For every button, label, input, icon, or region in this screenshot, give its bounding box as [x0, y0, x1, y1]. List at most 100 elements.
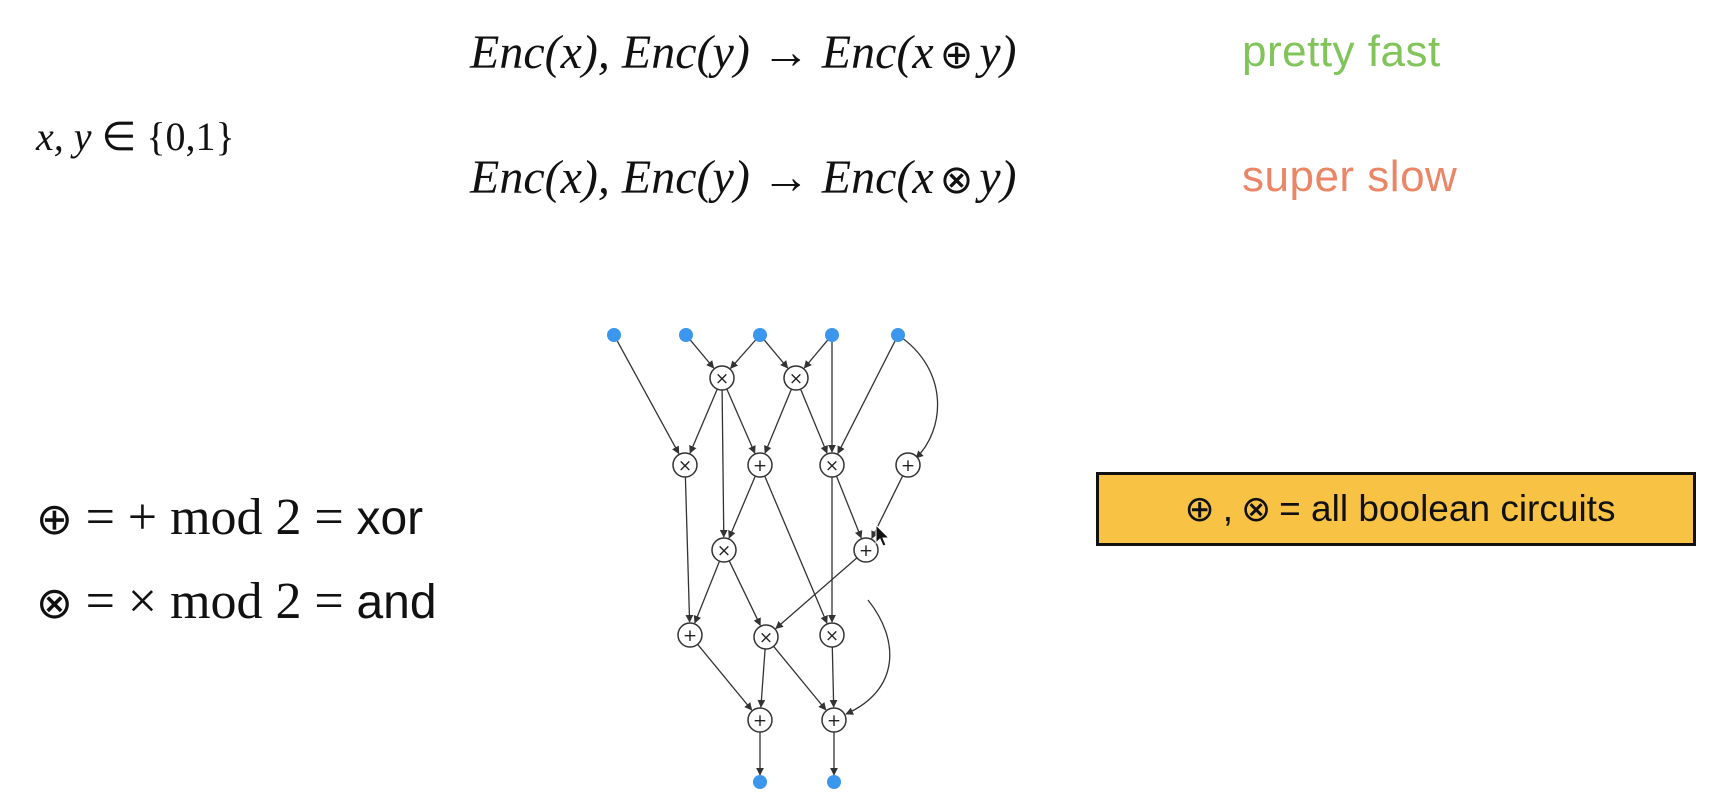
circuit-edge: [697, 643, 753, 711]
speed-label-fast: pretty fast: [1242, 27, 1441, 76]
circuit-edge: [773, 645, 827, 711]
circuit-edge: [689, 339, 715, 369]
circuit-edge: [803, 339, 829, 369]
equation-rhs-open: Enc(x: [821, 151, 934, 204]
xor-gate: +: [895, 452, 921, 478]
equation-xor: Enc(x), Enc(y) → Enc(x⊕y): [470, 25, 1017, 80]
gate-operator-label: ×: [717, 541, 731, 561]
xor-gate: +: [853, 537, 879, 563]
equation-rhs-close: y): [979, 151, 1017, 204]
circuit-input-node: [891, 328, 905, 342]
circuit-output-node: [827, 775, 841, 789]
circuit-edge: [799, 388, 828, 454]
definition-xor: ⊕ = + mod 2 = xor: [36, 488, 423, 547]
equals-sign: =: [314, 573, 344, 630]
and-gate: ×: [709, 365, 735, 391]
circuit-edge: [728, 475, 756, 539]
circuit-edge: [726, 388, 756, 454]
gate-circle: [819, 452, 845, 478]
circuit-edge: [829, 646, 838, 708]
gate-circle: [672, 452, 698, 478]
and-gate: ×: [711, 537, 737, 563]
circuit-edges: [616, 334, 939, 776]
circuit-edge: [835, 475, 863, 539]
definition-math: + mod 2: [127, 489, 302, 546]
equation-lhs: Enc(x), Enc(y): [470, 26, 750, 79]
equation-rhs-close: y): [979, 26, 1017, 79]
and-symbol: ⊗: [1241, 488, 1272, 530]
and-gate: ×: [753, 624, 779, 650]
and-gate: ×: [783, 365, 809, 391]
xor-gate: +: [821, 707, 847, 733]
circuit-edge: [693, 560, 721, 624]
circuit-edge: [897, 334, 939, 459]
circuit-edge: [730, 339, 757, 369]
gate-operator-label: +: [753, 456, 767, 476]
circuit-input-node: [607, 328, 621, 342]
gate-operator-label: +: [901, 456, 915, 476]
xor-symbol: ⊕: [36, 494, 73, 545]
circuit-output-node: [753, 775, 767, 789]
circuit-edge: [764, 475, 828, 624]
domain-set: {0,1}: [146, 114, 235, 159]
definition-math: × mod 2: [127, 573, 302, 630]
circuit-input-node: [825, 328, 839, 342]
xor-operator: ⊕: [939, 32, 974, 78]
gate-circle: [895, 452, 921, 478]
circuit-edge: [684, 476, 694, 623]
equals-sign: =: [85, 489, 115, 546]
and-gate: ×: [672, 452, 698, 478]
gate-circle: [753, 624, 779, 650]
circuit-edge: [837, 340, 896, 455]
gate-circle: [783, 365, 809, 391]
gate-operator-label: +: [859, 541, 873, 561]
gate-circle: [711, 537, 737, 563]
gate-circle: [747, 707, 773, 733]
gate-operator-label: ×: [759, 628, 773, 648]
circuit-input-node: [679, 328, 693, 342]
equals-sign: =: [314, 489, 344, 546]
callout-comma: ,: [1222, 488, 1233, 529]
circuit-edge: [689, 388, 718, 454]
mouse-cursor-icon: [875, 523, 891, 547]
xor-gate: +: [747, 707, 773, 733]
equation-and: Enc(x), Enc(y) → Enc(x⊗y): [470, 150, 1017, 205]
gate-operator-label: ×: [678, 456, 692, 476]
circuit-edge: [764, 388, 793, 454]
gate-operator-label: ×: [715, 369, 729, 389]
gate-circle: [677, 622, 703, 648]
gate-circle: [709, 365, 735, 391]
domain-variables: x, y: [36, 114, 92, 159]
gate-operator-label: +: [683, 626, 697, 646]
circuit-edge: [775, 557, 858, 630]
xor-gate: +: [747, 452, 773, 478]
and-operator: ⊗: [939, 157, 974, 203]
gate-operator-label: ×: [825, 626, 839, 646]
arrow-symbol: →: [761, 26, 810, 79]
circuit-edge: [757, 648, 766, 708]
gate-operator-label: +: [827, 711, 841, 731]
circuit-edge: [728, 560, 761, 627]
xor-gate: +: [677, 622, 703, 648]
gate-operator-label: +: [753, 711, 767, 731]
and-symbol: ⊗: [36, 578, 73, 629]
circuit-edge: [719, 389, 728, 538]
definition-word: xor: [356, 492, 424, 545]
gate-circle: [747, 452, 773, 478]
definition-word: and: [356, 576, 437, 629]
gate-circle: [821, 707, 847, 733]
and-gate: ×: [819, 452, 845, 478]
speed-label-slow: super slow: [1242, 152, 1458, 201]
gate-circle: [853, 537, 879, 563]
callout-box: ⊕ , ⊗ = all boolean circuits: [1096, 472, 1696, 546]
circuit-edge: [616, 339, 680, 455]
gate-operator-label: ×: [789, 369, 803, 389]
xor-symbol: ⊕: [1184, 488, 1215, 530]
gate-operator-label: ×: [825, 456, 839, 476]
circuit-edge: [763, 339, 789, 369]
circuit-input-node: [753, 328, 767, 342]
callout-text: = all boolean circuits: [1279, 488, 1616, 529]
circuit-edge: [845, 599, 891, 715]
and-gate: ×: [819, 622, 845, 648]
